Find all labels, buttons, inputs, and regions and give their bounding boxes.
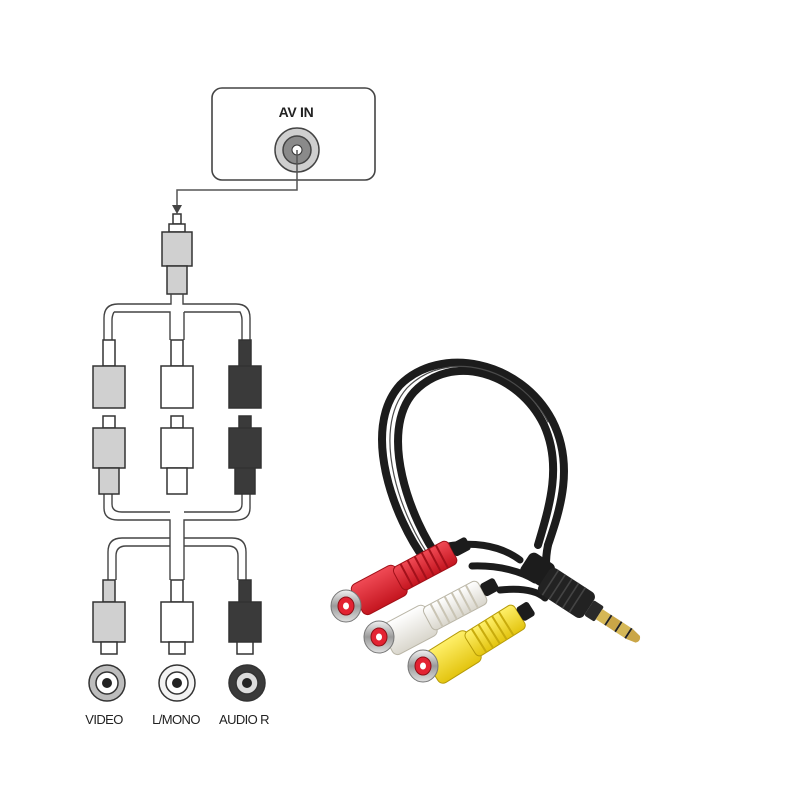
white-rca-face-icon — [363, 620, 395, 654]
av-in-label: AV IN — [279, 104, 314, 120]
rca-plug-video-2 — [92, 415, 126, 495]
rca-plug-audior-2 — [228, 415, 262, 495]
yellow-rca-face-icon — [407, 649, 439, 683]
rca-plug-lmono-1 — [160, 339, 194, 409]
rca-plug-audior-1 — [228, 339, 262, 409]
rca-plug-lmono-3 — [160, 579, 194, 655]
tv-av-in-panel: AV IN — [211, 87, 376, 181]
rca-plug-lmono-2 — [160, 415, 194, 495]
av-cable-photo — [330, 358, 641, 684]
video-jack-icon — [88, 664, 126, 702]
video-label: VIDEO — [85, 712, 123, 727]
audior-jack-icon — [228, 664, 266, 702]
yellow-rca-connector — [423, 602, 535, 684]
trrs-jack-plug — [520, 552, 641, 643]
rca-plug-video-3 — [92, 579, 126, 655]
cable-loop — [378, 358, 568, 602]
rca-plug-audior-3 — [228, 579, 262, 655]
lmono-jack-icon — [158, 664, 196, 702]
input-plug-icon — [161, 213, 193, 295]
rca-plug-video-1 — [92, 339, 126, 409]
lmono-label: L/MONO — [152, 712, 200, 727]
splitter-wiring — [103, 294, 251, 580]
audior-label: AUDIO R — [219, 712, 269, 727]
red-rca-face-icon — [330, 589, 362, 623]
signal-wire — [172, 150, 298, 214]
arrow-down-icon — [172, 205, 182, 214]
